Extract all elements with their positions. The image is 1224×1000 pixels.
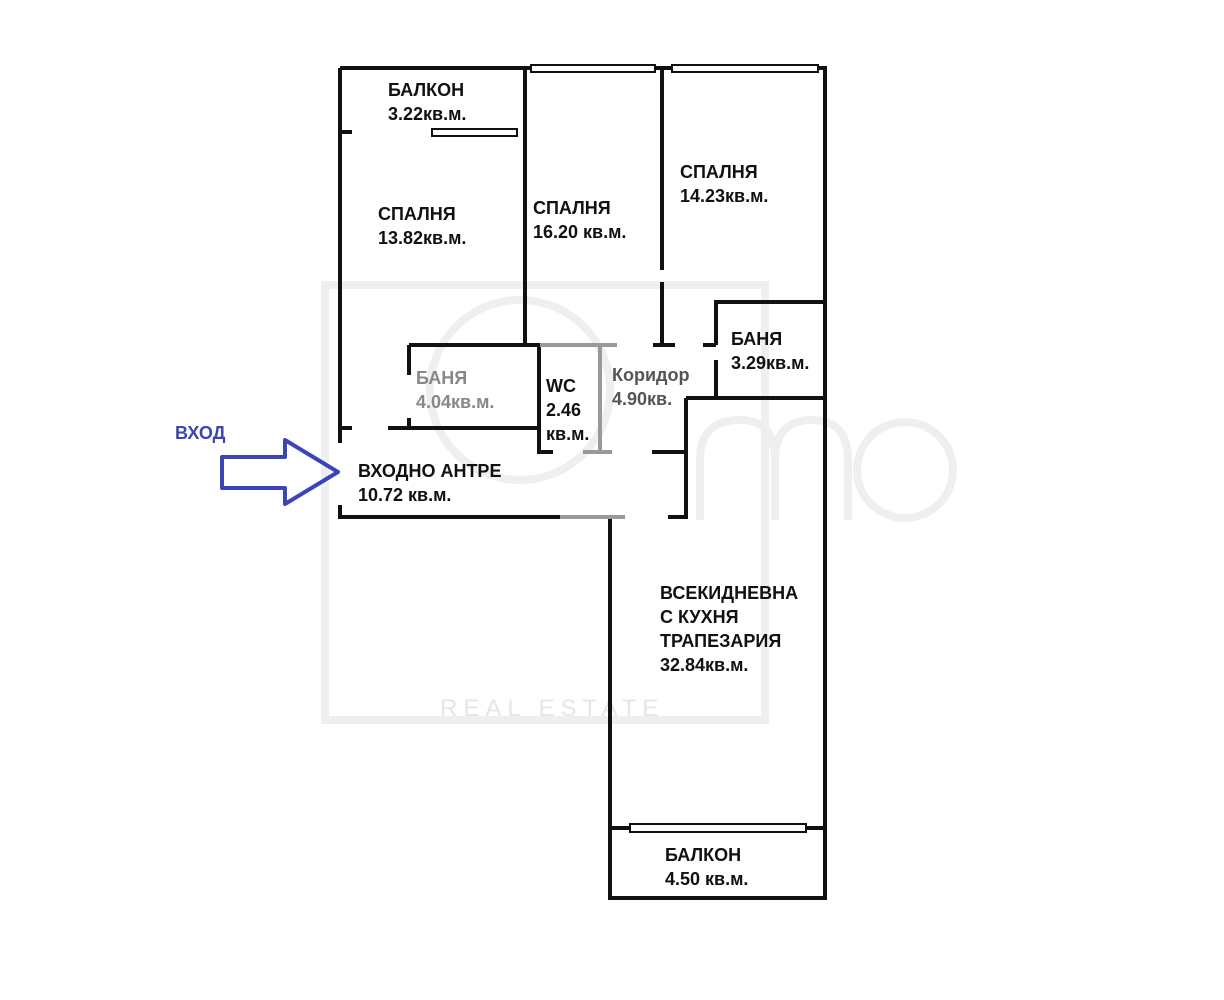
room-name: ВХОДНО АНТРЕ: [358, 461, 502, 481]
room-area: 13.82кв.м.: [378, 228, 467, 248]
room-bedroom-3: СПАЛНЯ 14.23кв.м.: [680, 160, 768, 208]
room-area: 3.22кв.м.: [388, 104, 467, 124]
room-living-room: ВСЕКИДНЕВНА С КУХНЯ ТРАПЕЗАРИЯ 32.84кв.м.: [660, 581, 798, 677]
room-entrance-hall: ВХОДНО АНТРЕ 10.72 кв.м.: [358, 459, 501, 507]
room-area: 4.04кв.м.: [416, 392, 495, 412]
room-bathroom-1: БАНЯ 3.29кв.м.: [731, 327, 809, 375]
room-area: 10.72 кв.м.: [358, 485, 452, 505]
entrance-label: ВХОД: [175, 423, 226, 443]
room-area: 4.90кв.: [612, 389, 673, 409]
room-wc: WC 2.46 кв.м.: [546, 374, 598, 446]
room-bedroom-1: СПАЛНЯ 13.82кв.м.: [378, 202, 466, 250]
room-name: БАНЯ: [731, 329, 783, 349]
room-bathroom-2: БАНЯ 4.04кв.м.: [416, 366, 494, 414]
room-name: БАЛКОН: [665, 845, 742, 865]
room-area: 32.84кв.м.: [660, 655, 749, 675]
room-name-line3: ТРАПЕЗАРИЯ: [660, 631, 782, 651]
room-name: СПАЛНЯ: [680, 162, 758, 182]
entrance-arrow-icon: [220, 438, 340, 506]
room-name: БАНЯ: [416, 368, 468, 388]
room-balcony-2: БАЛКОН 4.50 кв.м.: [665, 843, 748, 891]
windows: [431, 64, 819, 833]
room-name: СПАЛНЯ: [378, 204, 456, 224]
room-area: 14.23кв.м.: [680, 186, 769, 206]
room-name: БАЛКОН: [388, 80, 465, 100]
room-name: СПАЛНЯ: [533, 198, 611, 218]
room-area: 4.50 кв.м.: [665, 869, 749, 889]
room-area: 2.46: [546, 400, 582, 420]
room-name-line2: С КУХНЯ: [660, 607, 739, 627]
room-area: 16.20 кв.м.: [533, 222, 627, 242]
room-bedroom-2: СПАЛНЯ 16.20 кв.м.: [533, 196, 626, 244]
room-area: 3.29кв.м.: [731, 353, 810, 373]
room-balcony-1: БАЛКОН 3.22кв.м.: [388, 78, 466, 126]
room-name: Коридор: [612, 365, 690, 385]
room-name: ВСЕКИДНЕВНА: [660, 583, 799, 603]
room-area-unit: кв.м.: [546, 424, 590, 444]
watermark-text: REAL ESTATE: [440, 695, 665, 722]
room-name: WC: [546, 376, 576, 396]
room-corridor: Коридор 4.90кв.: [612, 363, 689, 411]
